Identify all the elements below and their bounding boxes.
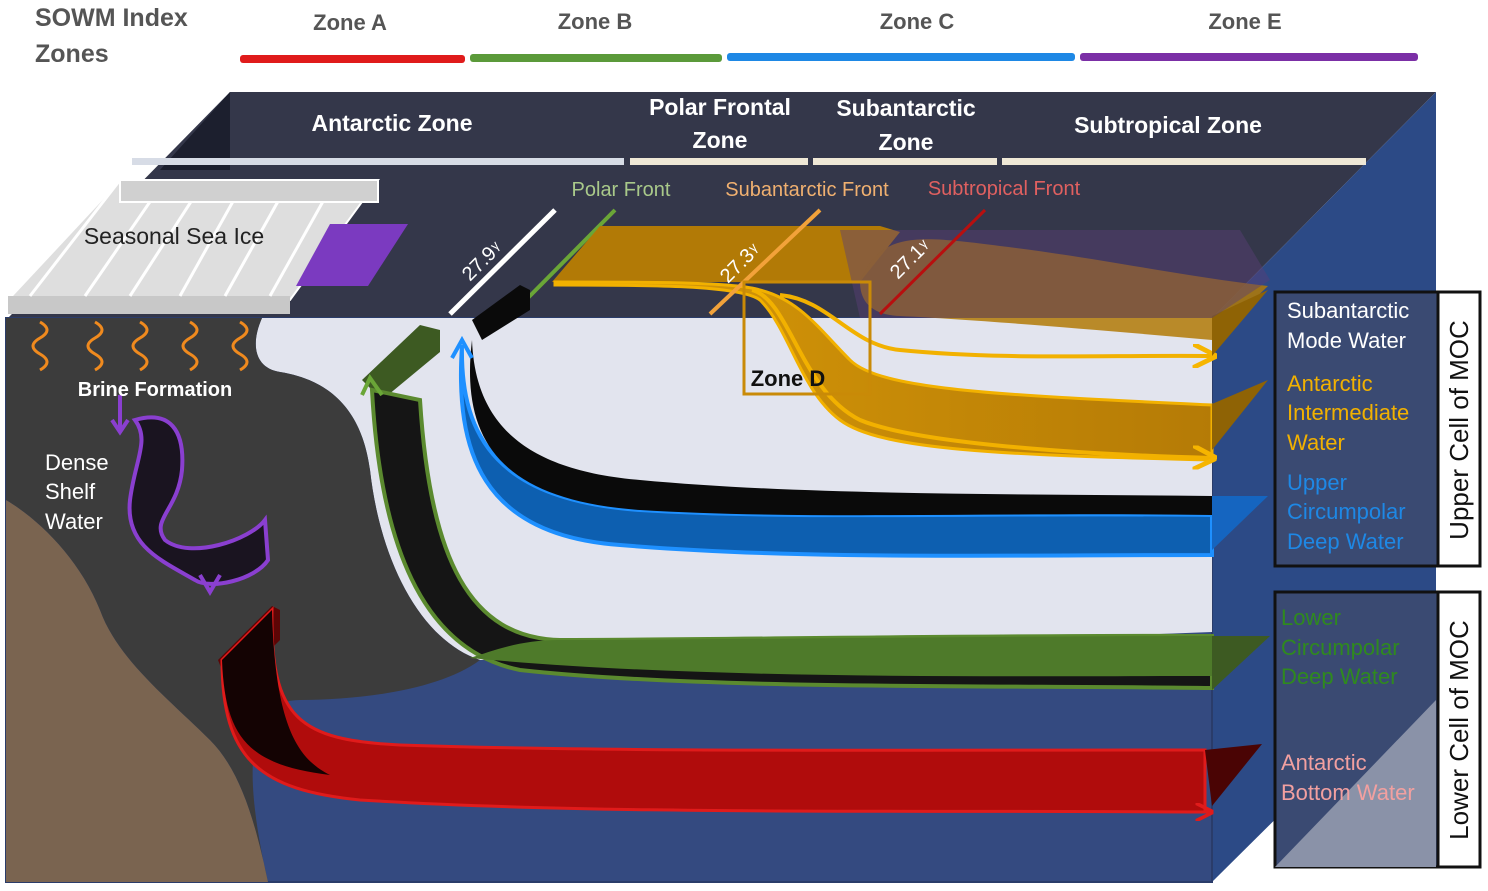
seasonal-sea-ice bbox=[5, 179, 380, 314]
zone-a-bar bbox=[240, 55, 465, 63]
zone-a-label: Zone A bbox=[313, 10, 387, 35]
aabw-flow bbox=[218, 606, 1262, 812]
samw-label-1: Subantarctic bbox=[1287, 298, 1409, 323]
lcdw-label-1: Lower bbox=[1281, 605, 1341, 630]
zone-b-label: Zone B bbox=[558, 9, 633, 34]
aaiw-label-1: Antarctic bbox=[1287, 371, 1373, 396]
upper-cell-label: Upper Cell of MOC bbox=[1444, 320, 1474, 540]
dense-shelf-water-flow bbox=[110, 395, 271, 596]
header-line2: Zones bbox=[35, 40, 109, 68]
index-zone-bars bbox=[240, 53, 1418, 63]
zone-b-bar bbox=[470, 54, 722, 62]
aaiw-label-3: Water bbox=[1287, 430, 1345, 455]
dense-shelf-label-1: Dense bbox=[45, 450, 109, 475]
aaiw-label-2: Intermediate bbox=[1287, 400, 1409, 425]
zone-e-label: Zone E bbox=[1208, 9, 1281, 34]
dense-shelf-label-2: Shelf bbox=[45, 479, 96, 504]
subtropical-front-label: Subtropical Front bbox=[928, 178, 1081, 200]
orange-upper-flows bbox=[552, 226, 1270, 460]
box-top-left-shade bbox=[160, 92, 230, 170]
antarctic-zone-label: Antarctic Zone bbox=[311, 110, 472, 136]
subtropical-front-line bbox=[878, 208, 987, 316]
zone-d-label: Zone D bbox=[751, 366, 826, 391]
zone-d-box bbox=[742, 280, 872, 396]
polar-frontal-label-1: Polar Frontal bbox=[649, 94, 791, 120]
aabw-label-1: Antarctic bbox=[1281, 750, 1367, 775]
subantarctic-zone-label-2: Zone bbox=[879, 129, 934, 155]
ucdw-flow bbox=[450, 285, 1268, 558]
subantarctic-zone-label-1: Subantarctic bbox=[836, 95, 976, 121]
polar-frontal-label-2: Zone bbox=[693, 127, 748, 153]
ucdw-label-2: Circumpolar bbox=[1287, 499, 1406, 524]
zone-c-label: Zone C bbox=[880, 9, 955, 34]
ucdw-label-3: Deep Water bbox=[1287, 529, 1404, 554]
header-line1: SOWM Index bbox=[35, 4, 188, 32]
polar-front-label: Polar Front bbox=[572, 179, 671, 201]
lower-cell-label: Lower Cell of MOC bbox=[1444, 620, 1474, 840]
zone-e-bar bbox=[1080, 53, 1418, 61]
isopycnal-27-9-line bbox=[448, 208, 557, 316]
brine-squiggles bbox=[31, 320, 249, 372]
continental-shelf bbox=[6, 318, 480, 882]
subtropical-zone-label: Subtropical Zone bbox=[1074, 112, 1262, 138]
dense-shelf-label-3: Water bbox=[45, 509, 103, 534]
legend-panels bbox=[1273, 290, 1482, 869]
lcdw-flow bbox=[360, 325, 1270, 691]
zone-c-bar bbox=[727, 53, 1075, 61]
lcdw-label-3: Deep Water bbox=[1281, 664, 1398, 689]
lcdw-label-2: Circumpolar bbox=[1281, 635, 1400, 660]
subantarctic-front-label: Subantarctic Front bbox=[725, 179, 889, 201]
brine-formation-label: Brine Formation bbox=[78, 379, 232, 401]
subantarctic-front-line bbox=[708, 208, 822, 316]
sea-ice-label: Seasonal Sea Ice bbox=[84, 223, 264, 249]
samw-label-2: Mode Water bbox=[1287, 328, 1406, 353]
ucdw-label-1: Upper bbox=[1287, 470, 1347, 495]
ocean-zone-bars bbox=[132, 158, 1366, 165]
shelf-water-source bbox=[296, 224, 408, 286]
seabed bbox=[6, 500, 268, 882]
aabw-label-2: Bottom Water bbox=[1281, 780, 1415, 805]
